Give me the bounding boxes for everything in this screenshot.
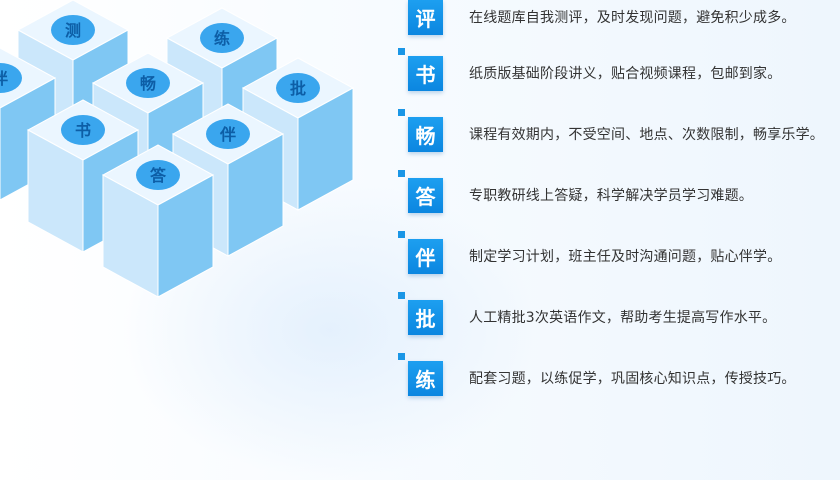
cube-right-face xyxy=(297,87,354,211)
cube-label-circle xyxy=(200,23,244,53)
feature-badge-pi: 批 xyxy=(408,300,443,335)
cube-label: 畅 xyxy=(140,74,156,93)
feature-badge-ban: 伴 xyxy=(408,239,443,274)
cube-label: 伴 xyxy=(0,69,8,88)
bullet-square xyxy=(398,353,405,360)
cube-label-circle xyxy=(276,73,320,103)
cube-right-face xyxy=(227,133,284,257)
feature-badge-chang: 畅 xyxy=(408,117,443,152)
feature-text-ban: 制定学习计划，班主任及时沟通问题，贴心伴学。 xyxy=(469,249,782,265)
cube-label: 测 xyxy=(65,21,81,40)
feature-row-ping: 评 在线题库自我测评，及时发现问题，避免积少成多。 xyxy=(396,0,836,52)
cube-label: 答 xyxy=(150,166,167,185)
feature-badge-shu: 书 xyxy=(408,56,443,91)
feature-row-pi: 批 人工精批3次英语作文，帮助考生提高写作水平。 xyxy=(396,292,836,352)
cube-label-circle xyxy=(0,63,22,93)
cube-top-face xyxy=(0,47,57,109)
feature-row-shu: 书 纸质版基础阶段讲义，贴合视频课程，包邮到家。 xyxy=(396,48,836,108)
feature-text-shu: 纸质版基础阶段讲义，贴合视频课程，包邮到家。 xyxy=(469,66,782,82)
feature-row-chang: 畅 课程有效期内，不受空间、地点、次数限制，畅享乐学。 xyxy=(396,109,836,169)
cube-right-face xyxy=(157,174,214,298)
bullet-square xyxy=(398,292,405,299)
cube-label-circle xyxy=(206,119,250,149)
cube-label-circle xyxy=(126,68,170,98)
feature-badge-da: 答 xyxy=(408,178,443,213)
feature-text-chang: 课程有效期内，不受空间、地点、次数限制，畅享乐学。 xyxy=(469,127,824,143)
cube-illustration: 测 练伴 畅 批书 伴答 xyxy=(0,0,355,298)
feature-text-ping: 在线题库自我测评，及时发现问题，避免积少成多。 xyxy=(469,10,796,26)
cube-label: 批 xyxy=(290,79,306,98)
cube-label-circle xyxy=(136,160,180,190)
cube-label-circle xyxy=(51,15,95,45)
cube-label-circle xyxy=(61,115,105,145)
cube-label: 练 xyxy=(214,29,230,48)
feature-badge-ping: 评 xyxy=(408,0,443,35)
bullet-square xyxy=(398,231,405,238)
feature-row-lian: 练 配套习题，以练促学，巩固核心知识点，传授技巧。 xyxy=(396,353,836,413)
feature-badge-lian: 练 xyxy=(408,361,443,396)
bullet-square xyxy=(398,109,405,116)
cube-label: 书 xyxy=(75,121,91,140)
feature-row-da: 答 专职教研线上答疑，科学解决学员学习难题。 xyxy=(396,170,836,230)
feature-text-lian: 配套习题，以练促学，巩固核心知识点，传授技巧。 xyxy=(469,371,796,387)
feature-text-pi: 人工精批3次英语作文，帮助考生提高写作水平。 xyxy=(469,310,777,326)
cube-label: 伴 xyxy=(219,125,236,144)
bullet-square xyxy=(398,170,405,177)
feature-row-ban: 伴 制定学习计划，班主任及时沟通问题，贴心伴学。 xyxy=(396,231,836,291)
bullet-square xyxy=(398,48,405,55)
feature-list: 评 在线题库自我测评，及时发现问题，避免积少成多。 书 纸质版基础阶段讲义，贴合… xyxy=(396,0,836,413)
cube: 答 xyxy=(101,144,215,298)
feature-text-da: 专职教研线上答疑，科学解决学员学习难题。 xyxy=(469,188,753,204)
